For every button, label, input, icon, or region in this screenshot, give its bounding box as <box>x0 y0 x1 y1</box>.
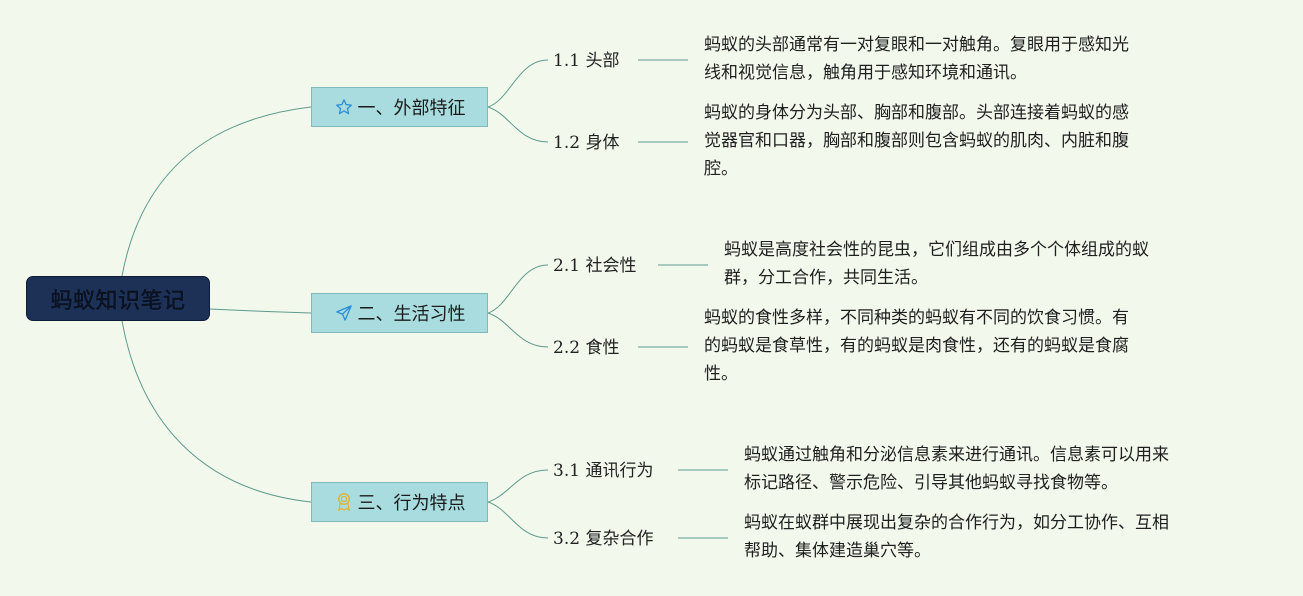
description-line: 性。 <box>704 364 738 384</box>
description-body[interactable]: 蚂蚁的身体分为头部、胸部和腹部。头部连接着蚂蚁的感 觉器官和口器，胸部和腹部则包… <box>704 99 1129 183</box>
description-line: 腔。 <box>704 159 738 179</box>
description-cooperation[interactable]: 蚂蚁在蚁群中展现出复杂的合作行为，如分工协作、互相 帮助、集体建造巢穴等。 <box>744 509 1169 565</box>
main-topic-label: 一、外部特征 <box>357 98 466 119</box>
main-topic-living-habits[interactable]: 二、生活习性 <box>311 293 488 333</box>
main-topic-external-features[interactable]: 一、外部特征 <box>311 87 488 127</box>
link-topic-3-sub-1 <box>487 469 549 503</box>
award-medal-icon <box>334 492 354 512</box>
link-root-topic-1 <box>121 106 312 277</box>
description-head[interactable]: 蚂蚁的头部通常有一对复眼和一对触角。复眼用于感知光 线和视觉信息，触角用于感知环… <box>704 31 1129 87</box>
description-line: 蚂蚁的头部通常有一对复眼和一对触角。复眼用于感知光 <box>704 35 1129 55</box>
paper-plane-icon <box>334 303 354 323</box>
description-line: 线和视觉信息，触角用于感知环境和通讯。 <box>704 63 1027 83</box>
description-line: 蚂蚁的身体分为头部、胸部和腹部。头部连接着蚂蚁的感 <box>704 103 1129 123</box>
link-topic-1-sub-1 <box>487 59 549 108</box>
subtopic-communication[interactable]: 3.1 通讯行为 <box>553 461 654 481</box>
subtopic-body[interactable]: 1.2 身体 <box>553 133 620 153</box>
description-sociality[interactable]: 蚂蚁是高度社会性的昆虫，它们组成由多个个体组成的蚁 群，分工合作，共同生活。 <box>724 236 1149 292</box>
description-line: 觉器官和口器，胸部和腹部则包含蚂蚁的肌肉、内脏和腹 <box>704 131 1129 151</box>
link-root-topic-3 <box>121 320 312 503</box>
root-topic-label: 蚂蚁知识笔记 <box>50 288 186 314</box>
description-line: 帮助、集体建造巢穴等。 <box>744 541 931 561</box>
main-topic-behavior[interactable]: 三、行为特点 <box>311 482 488 522</box>
description-communication[interactable]: 蚂蚁通过触角和分泌信息素来进行通讯。信息素可以用来 标记路径、警示危险、引导其他… <box>744 441 1169 497</box>
subtopic-cooperation[interactable]: 3.2 复杂合作 <box>553 529 654 549</box>
subtopic-diet[interactable]: 2.2 食性 <box>553 338 620 358</box>
description-line: 标记路径、警示危险、引导其他蚂蚁寻找食物等。 <box>744 473 1118 493</box>
description-line: 蚂蚁在蚁群中展现出复杂的合作行为，如分工协作、互相 <box>744 513 1169 533</box>
main-topic-label: 三、行为特点 <box>357 493 466 514</box>
link-topic-2-sub-2 <box>487 312 549 348</box>
subtopic-head[interactable]: 1.1 头部 <box>553 51 620 71</box>
description-line: 蚂蚁是高度社会性的昆虫，它们组成由多个个体组成的蚁 <box>724 240 1149 260</box>
description-line: 蚂蚁的食性多样，不同种类的蚂蚁有不同的饮食习惯。有 <box>704 308 1129 328</box>
main-topic-label: 二、生活习性 <box>357 304 466 325</box>
link-topic-3-sub-2 <box>487 501 549 539</box>
description-diet[interactable]: 蚂蚁的食性多样，不同种类的蚂蚁有不同的饮食习惯。有 的蚂蚁是食草性，有的蚂蚁是肉… <box>704 304 1129 388</box>
root-topic[interactable]: 蚂蚁知识笔记 <box>26 276 210 321</box>
link-topic-2-sub-1 <box>487 264 549 314</box>
subtopic-sociality[interactable]: 2.1 社会性 <box>553 256 637 276</box>
description-line: 群，分工合作，共同生活。 <box>724 268 928 288</box>
star-outline-icon <box>334 97 354 117</box>
link-root-topic-2 <box>209 308 312 314</box>
description-line: 的蚂蚁是食草性，有的蚂蚁是肉食性，还有的蚂蚁是食腐 <box>704 336 1129 356</box>
link-topic-1-sub-2 <box>487 106 549 143</box>
description-line: 蚂蚁通过触角和分泌信息素来进行通讯。信息素可以用来 <box>744 445 1169 465</box>
